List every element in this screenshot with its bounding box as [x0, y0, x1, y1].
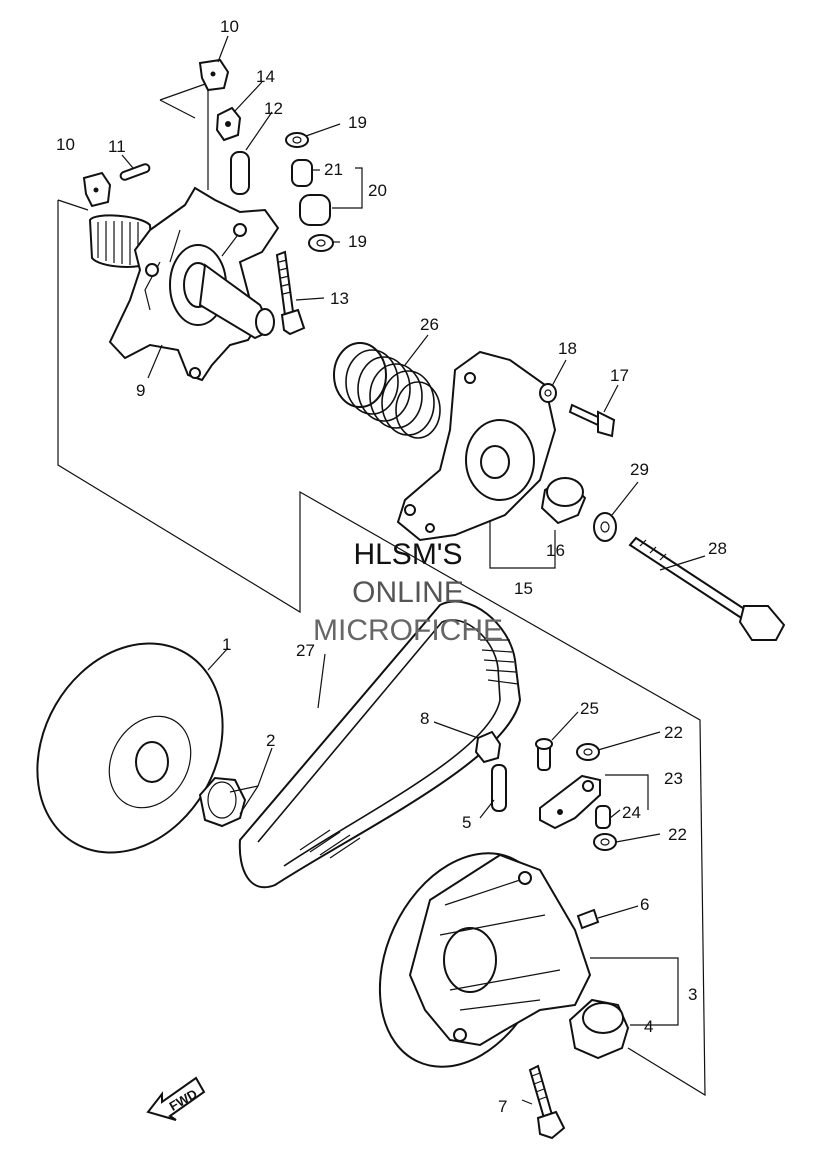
- callout-14: 14: [256, 67, 275, 86]
- part-9-spider-hub: [88, 186, 280, 382]
- callout-10-left: 10: [56, 135, 75, 154]
- part-27-belt: [238, 600, 522, 889]
- callout-28: 28: [708, 539, 727, 558]
- part-6-screw: [576, 908, 600, 930]
- part-10-clip-top: [198, 58, 230, 92]
- callout-21: 21: [324, 160, 343, 179]
- callout-10-top: 10: [220, 17, 239, 36]
- part-15-cover: [396, 350, 557, 542]
- part-11-pin: [119, 163, 151, 181]
- part-26-spring: [333, 342, 441, 439]
- part-19-washer-top: [285, 132, 309, 148]
- leader-lines: [121, 35, 706, 1105]
- callout-6: 6: [640, 895, 649, 914]
- watermark-line-3: MICROFICHE: [313, 614, 503, 647]
- part-10-clip-left: [82, 171, 112, 208]
- callout-29: 29: [630, 460, 649, 479]
- callout-15: 15: [514, 579, 533, 598]
- part-7-bolt: [528, 1064, 566, 1140]
- callout-labels: 10 14 12 19 10 11 21 20 19 13 26 9 18 17…: [56, 17, 727, 1116]
- callout-4: 4: [644, 1017, 653, 1036]
- callout-16: 16: [546, 541, 565, 560]
- part-1-sheave: [36, 642, 224, 854]
- part-22-washer-bottom: [593, 833, 617, 851]
- callout-22-bottom: 22: [668, 825, 687, 844]
- part-12-pin: [230, 151, 250, 195]
- callout-11: 11: [108, 137, 126, 156]
- part-25-pin: [535, 738, 553, 771]
- part-2-bushing: [198, 776, 247, 828]
- fwd-arrow: FWD: [146, 1076, 206, 1121]
- part-14-nut: [215, 106, 242, 142]
- part-21-bushing: [291, 159, 313, 187]
- callout-25: 25: [580, 699, 599, 718]
- callout-19-top: 19: [348, 113, 367, 132]
- part-23-arm: [539, 774, 601, 830]
- callout-7: 7: [498, 1097, 507, 1116]
- callout-19-bottom: 19: [348, 232, 367, 251]
- callout-24: 24: [622, 803, 641, 822]
- callout-8: 8: [420, 709, 429, 728]
- part-24-roller: [595, 805, 611, 829]
- watermark-line-1: HLSM'S: [353, 538, 463, 571]
- callout-12: 12: [264, 99, 283, 118]
- callout-17: 17: [610, 366, 629, 385]
- part-19-washer-bottom: [308, 234, 334, 252]
- part-20-roller: [299, 194, 331, 226]
- callout-26: 26: [420, 315, 439, 334]
- part-28-long-bolt: [628, 536, 786, 641]
- part-22-washer-top: [576, 743, 600, 761]
- callout-23: 23: [664, 769, 683, 788]
- callout-13: 13: [330, 289, 349, 308]
- callout-3: 3: [688, 985, 697, 1004]
- callout-2: 2: [266, 731, 275, 750]
- callout-1: 1: [222, 635, 231, 654]
- part-5-pin: [491, 764, 507, 812]
- callout-5: 5: [462, 813, 471, 832]
- part-8-nut: [474, 730, 502, 764]
- part-13-bolt: [275, 250, 306, 336]
- callout-27: 27: [296, 641, 315, 660]
- part-3-sheave-assembly: [378, 852, 592, 1068]
- callout-18: 18: [558, 339, 577, 358]
- part-16-bushing: [540, 476, 587, 525]
- part-29-washer: [593, 512, 617, 542]
- callout-22-top: 22: [664, 723, 683, 742]
- part-17-bolt: [568, 403, 616, 438]
- part-18-washer: [539, 383, 557, 403]
- part-4-bushing: [568, 998, 630, 1060]
- callout-20: 20: [368, 181, 387, 200]
- watermark-line-2: ONLINE: [352, 576, 464, 609]
- callout-9: 9: [136, 381, 145, 400]
